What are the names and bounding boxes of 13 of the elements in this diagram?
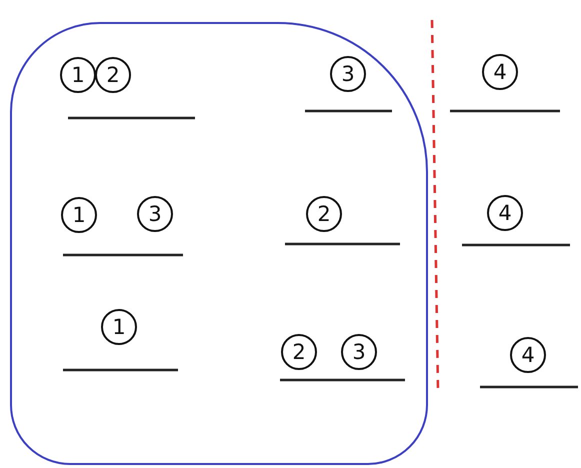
region-outline bbox=[10, 22, 428, 465]
circled-number: 2 bbox=[281, 334, 317, 370]
circled-number: 4 bbox=[482, 54, 518, 90]
circled-number: 3 bbox=[330, 56, 366, 92]
circled-number: 3 bbox=[137, 196, 173, 232]
circled-number: 4 bbox=[510, 337, 546, 373]
circled-number: 1 bbox=[61, 197, 97, 233]
circled-number: 3 bbox=[341, 334, 377, 370]
circled-number: 2 bbox=[306, 196, 342, 232]
circled-number: 4 bbox=[487, 195, 523, 231]
circled-number: 1 bbox=[101, 309, 137, 345]
circled-number: 1 bbox=[60, 57, 96, 93]
circled-number: 2 bbox=[95, 57, 131, 93]
